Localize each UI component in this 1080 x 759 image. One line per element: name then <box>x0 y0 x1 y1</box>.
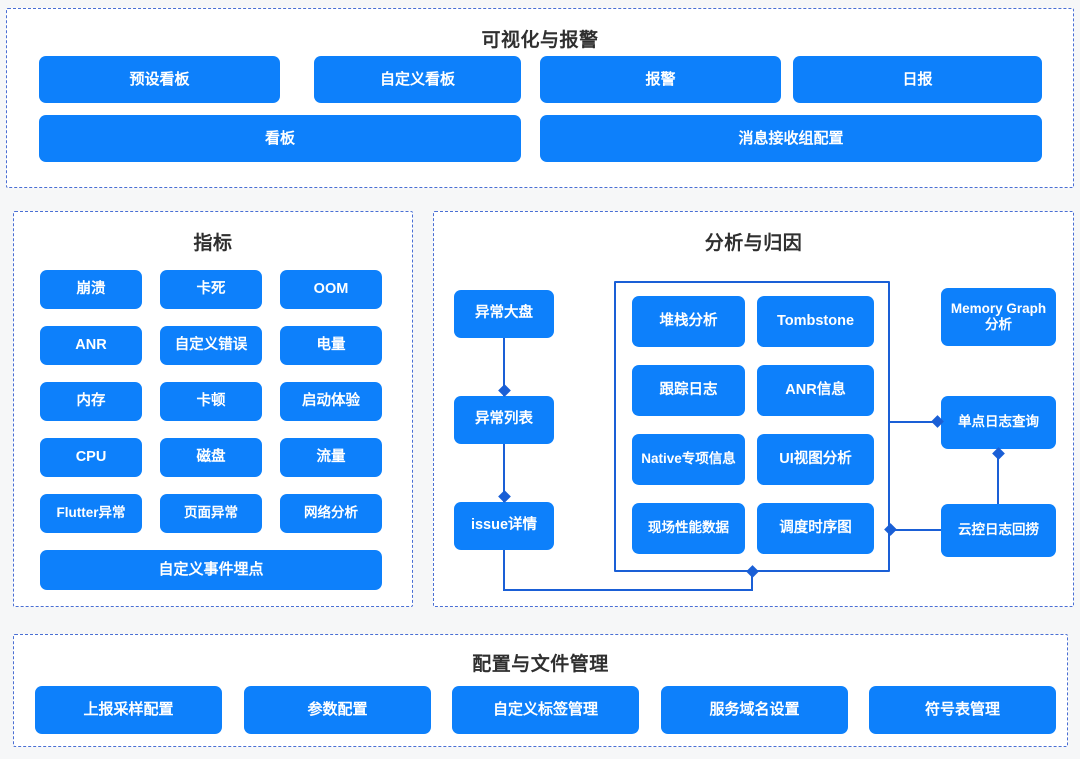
analysis-button-cloud-control-log-retrieval[interactable]: 云控日志回捞 <box>941 504 1056 557</box>
analysis-button-memory-graph-analysis[interactable]: Memory Graph分析 <box>941 288 1056 346</box>
metric-button-page-exception[interactable]: 页面异常 <box>160 494 262 533</box>
analysis-button-ui-view-analysis[interactable]: UI视图分析 <box>757 434 874 485</box>
panel-configuration-title: 配置与文件管理 <box>472 654 609 675</box>
metric-button-battery[interactable]: 电量 <box>280 326 382 365</box>
metric-button-network-analysis[interactable]: 网络分析 <box>280 494 382 533</box>
button-alarm[interactable]: 报警 <box>540 56 781 103</box>
metric-button-memory[interactable]: 内存 <box>40 382 142 421</box>
panel-configuration: 配置与文件管理 上报采样配置 参数配置 自定义标签管理 服务域名设置 符号表管理 <box>13 634 1068 747</box>
connector-overview-to-list <box>503 338 505 396</box>
connector-issue-down <box>503 550 505 591</box>
metric-button-anr[interactable]: ANR <box>40 326 142 365</box>
metric-button-custom-event-tracking[interactable]: 自定义事件埋点 <box>40 550 382 590</box>
metric-button-disk[interactable]: 磁盘 <box>160 438 262 477</box>
panel-visualization: 可视化与报警 预设看板 自定义看板 报警 日报 看板 消息接收组配置 <box>6 8 1074 188</box>
connector-issue-up-to-group <box>751 571 753 591</box>
config-button-parameter-config[interactable]: 参数配置 <box>244 686 431 734</box>
panel-metrics: 指标 崩溃 卡死 OOM ANR 自定义错误 电量 内存 卡顿 启动体验 CPU… <box>13 211 413 607</box>
metric-button-cpu[interactable]: CPU <box>40 438 142 477</box>
analysis-button-exception-overview[interactable]: 异常大盘 <box>454 290 554 338</box>
connector-list-to-issue <box>503 444 505 502</box>
connector-group-to-log-query <box>890 421 941 423</box>
analysis-button-scheduling-timeline[interactable]: 调度时序图 <box>757 503 874 554</box>
button-daily-report[interactable]: 日报 <box>793 56 1042 103</box>
analysis-button-anr-info[interactable]: ANR信息 <box>757 365 874 416</box>
arrowhead-list-to-issue <box>497 490 511 503</box>
analysis-button-exception-list[interactable]: 异常列表 <box>454 396 554 444</box>
panel-analysis: 分析与归因 异常大盘 异常列表 issue详情 堆栈分析 Tombstone 跟… <box>433 211 1074 607</box>
metric-button-startup-experience[interactable]: 启动体验 <box>280 382 382 421</box>
button-custom-dashboard[interactable]: 自定义看板 <box>314 56 521 103</box>
analysis-button-trace-log[interactable]: 跟踪日志 <box>632 365 745 416</box>
analysis-button-onsite-performance-data[interactable]: 现场性能数据 <box>632 503 745 554</box>
panel-analysis-title: 分析与归因 <box>704 233 803 254</box>
metric-button-crash[interactable]: 崩溃 <box>40 270 142 309</box>
metric-button-lag[interactable]: 卡顿 <box>160 382 262 421</box>
analysis-button-single-point-log-query[interactable]: 单点日志查询 <box>941 396 1056 449</box>
analysis-button-stack-analysis[interactable]: 堆栈分析 <box>632 296 745 347</box>
analysis-button-tombstone[interactable]: Tombstone <box>757 296 874 347</box>
analysis-button-issue-detail[interactable]: issue详情 <box>454 502 554 550</box>
config-button-report-sampling[interactable]: 上报采样配置 <box>35 686 222 734</box>
analysis-detail-group-box <box>614 281 890 572</box>
connector-cloud-log-to-group <box>890 529 941 531</box>
config-button-service-domain-setting[interactable]: 服务域名设置 <box>661 686 848 734</box>
button-dashboard[interactable]: 看板 <box>39 115 521 162</box>
panel-metrics-title: 指标 <box>193 233 233 254</box>
connector-issue-right <box>503 589 753 591</box>
metric-button-oom[interactable]: OOM <box>280 270 382 309</box>
button-message-receiver-group-config[interactable]: 消息接收组配置 <box>540 115 1042 162</box>
arrowhead-cloud-log-to-log-query <box>991 447 1005 460</box>
metric-button-freeze[interactable]: 卡死 <box>160 270 262 309</box>
metric-button-traffic[interactable]: 流量 <box>280 438 382 477</box>
arrowhead-overview-to-list <box>497 384 511 397</box>
panel-visualization-title: 可视化与报警 <box>481 30 599 51</box>
connector-cloud-log-to-log-query <box>997 449 999 504</box>
config-button-custom-tag-management[interactable]: 自定义标签管理 <box>452 686 639 734</box>
metric-button-custom-error[interactable]: 自定义错误 <box>160 326 262 365</box>
analysis-button-native-special-info[interactable]: Native专项信息 <box>632 434 745 485</box>
button-preset-dashboard[interactable]: 预设看板 <box>39 56 280 103</box>
metric-button-flutter-exception[interactable]: Flutter异常 <box>40 494 142 533</box>
config-button-symbol-table-management[interactable]: 符号表管理 <box>869 686 1056 734</box>
